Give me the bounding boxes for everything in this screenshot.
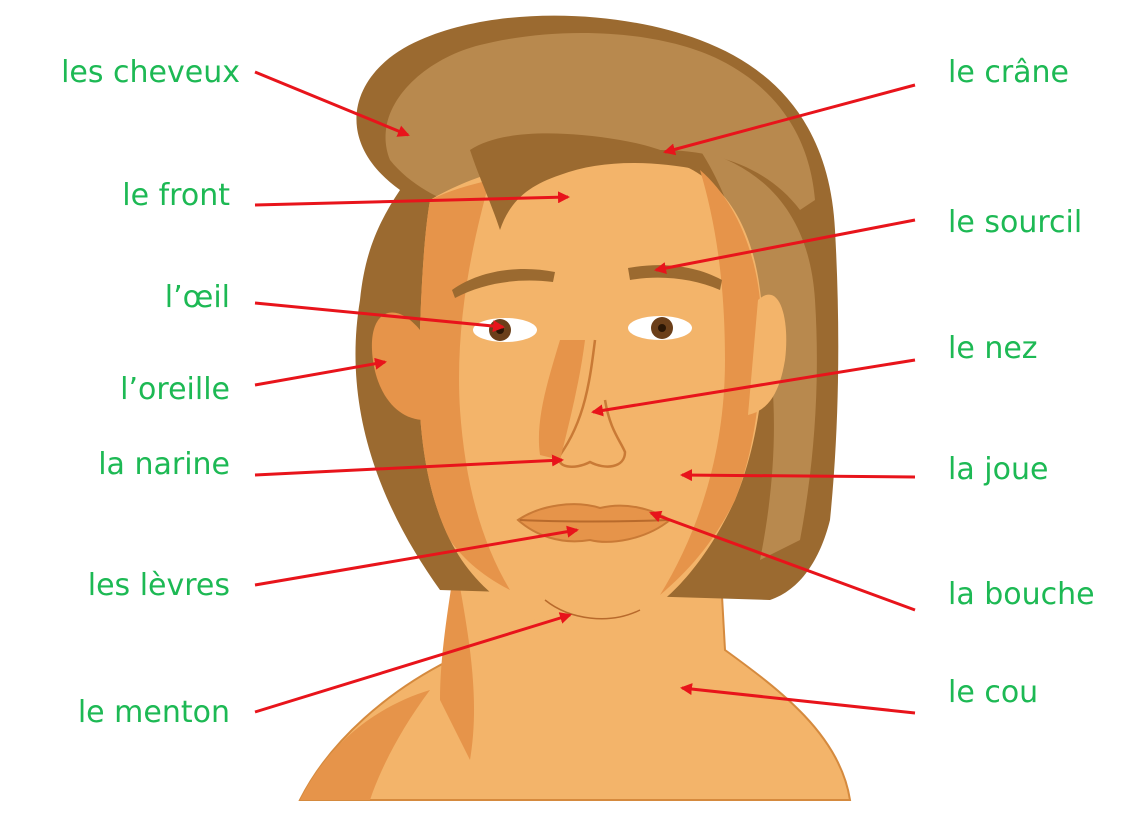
arrow-crane [665, 85, 915, 152]
arrow-oeil [255, 303, 503, 327]
arrow-front [255, 197, 568, 205]
label-front: le front [0, 178, 230, 214]
arrow-bouche [651, 513, 915, 610]
arrow-joue [682, 475, 915, 477]
label-oreille: l’oreille [0, 372, 230, 408]
label-nez: le nez [948, 331, 1038, 367]
label-menton: le menton [0, 695, 230, 731]
label-cou: le cou [948, 675, 1038, 711]
arrow-menton [255, 615, 570, 712]
arrow-cou [682, 688, 915, 713]
arrow-cheveux [255, 72, 408, 135]
arrow-sourcil [656, 220, 915, 270]
label-crane: le crâne [948, 55, 1069, 91]
label-cheveux: les cheveux [10, 55, 240, 91]
arrow-levres [255, 530, 577, 585]
arrow-narine [255, 460, 562, 475]
arrow-nez [593, 360, 915, 412]
label-joue: la joue [948, 452, 1048, 488]
label-sourcil: le sourcil [948, 205, 1082, 241]
label-bouche: la bouche [948, 577, 1095, 613]
label-narine: la narine [0, 447, 230, 483]
label-levres: les lèvres [0, 568, 230, 604]
label-oeil: l’œil [0, 280, 230, 316]
arrow-oreille [255, 362, 385, 385]
